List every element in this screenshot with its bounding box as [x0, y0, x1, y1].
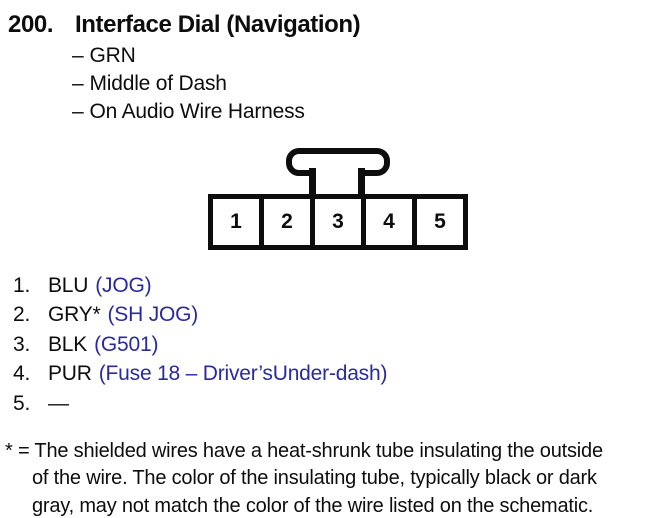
- pin-row: 3. BLK(G501): [13, 330, 387, 359]
- section-number: 200.: [8, 11, 54, 38]
- pin-number: 3.: [13, 332, 31, 356]
- attribute-line-color: –GRN: [72, 42, 305, 70]
- wire-color: GRY*: [48, 303, 101, 327]
- wire-color: BLK: [48, 332, 88, 356]
- pin-row: 1. BLU (JOG): [13, 271, 387, 300]
- dash-bullet: –: [72, 44, 84, 67]
- footnote-line: gray, may not match the color of the wir…: [32, 494, 594, 517]
- attribute-label: On Audio Wire Harness: [89, 100, 305, 123]
- pin-cavity-1: 1: [213, 199, 264, 245]
- connector-latch-stem: [309, 168, 365, 195]
- dash-bullet: –: [72, 72, 84, 95]
- circuit-destination: (SH JOG): [107, 303, 199, 327]
- footnote-line: * =The shielded wires have a heat-shrunk…: [5, 438, 603, 465]
- pin-row: 4. PUR(Fuse 18 – Driver’sUnder-dash): [13, 359, 387, 388]
- circuit-destination: (JOG): [95, 274, 152, 297]
- pin-cavity-5: 5: [434, 210, 446, 233]
- attribute-line-harness: –On Audio Wire Harness: [72, 98, 305, 126]
- connector-attributes: –GRN –Middle of Dash –On Audio Wire Harn…: [72, 42, 305, 126]
- footnote-text: The shielded wires have a heat-shrunk tu…: [34, 440, 603, 462]
- section-title: 200. Interface Dial (Navigation): [8, 11, 361, 39]
- wire-color: BLU: [48, 274, 89, 297]
- pin-cavity-4: 4: [366, 199, 417, 245]
- shielded-wire-footnote: * =The shielded wires have a heat-shrunk…: [5, 438, 603, 518]
- connector-body: 1 2 3 4 5: [208, 194, 468, 250]
- pin-number: 4.: [13, 362, 31, 386]
- pin-number: 1.: [13, 274, 31, 297]
- pin-list: 1. BLU (JOG) 2. GRY*(SH JOG) 3. BLK(G501) 4.…: [13, 271, 387, 418]
- wire-color: PUR: [48, 362, 92, 386]
- attribute-label: GRN: [89, 44, 136, 67]
- wire-color: —: [48, 391, 69, 415]
- circuit-destination: (G501): [94, 332, 159, 356]
- pin-number: 5.: [13, 391, 31, 415]
- section-title-text: Interface Dial (Navigation): [75, 11, 361, 38]
- circuit-destination: (Fuse 18 – Driver’sUnder-dash): [98, 362, 388, 386]
- attribute-line-location: –Middle of Dash: [72, 70, 305, 98]
- footnote-line: of the wire. The color of the insulating…: [32, 467, 597, 490]
- footnote-marker: * =: [5, 440, 30, 462]
- pin-row: 5. —: [13, 389, 387, 418]
- dash-bullet: –: [72, 100, 84, 123]
- pin-number: 2.: [13, 303, 31, 327]
- pin-row: 2. GRY*(SH JOG): [13, 300, 387, 329]
- attribute-label: Middle of Dash: [89, 72, 227, 95]
- pin-cavity-2: 2: [264, 199, 315, 245]
- pin-cavity-3: 3: [315, 199, 366, 245]
